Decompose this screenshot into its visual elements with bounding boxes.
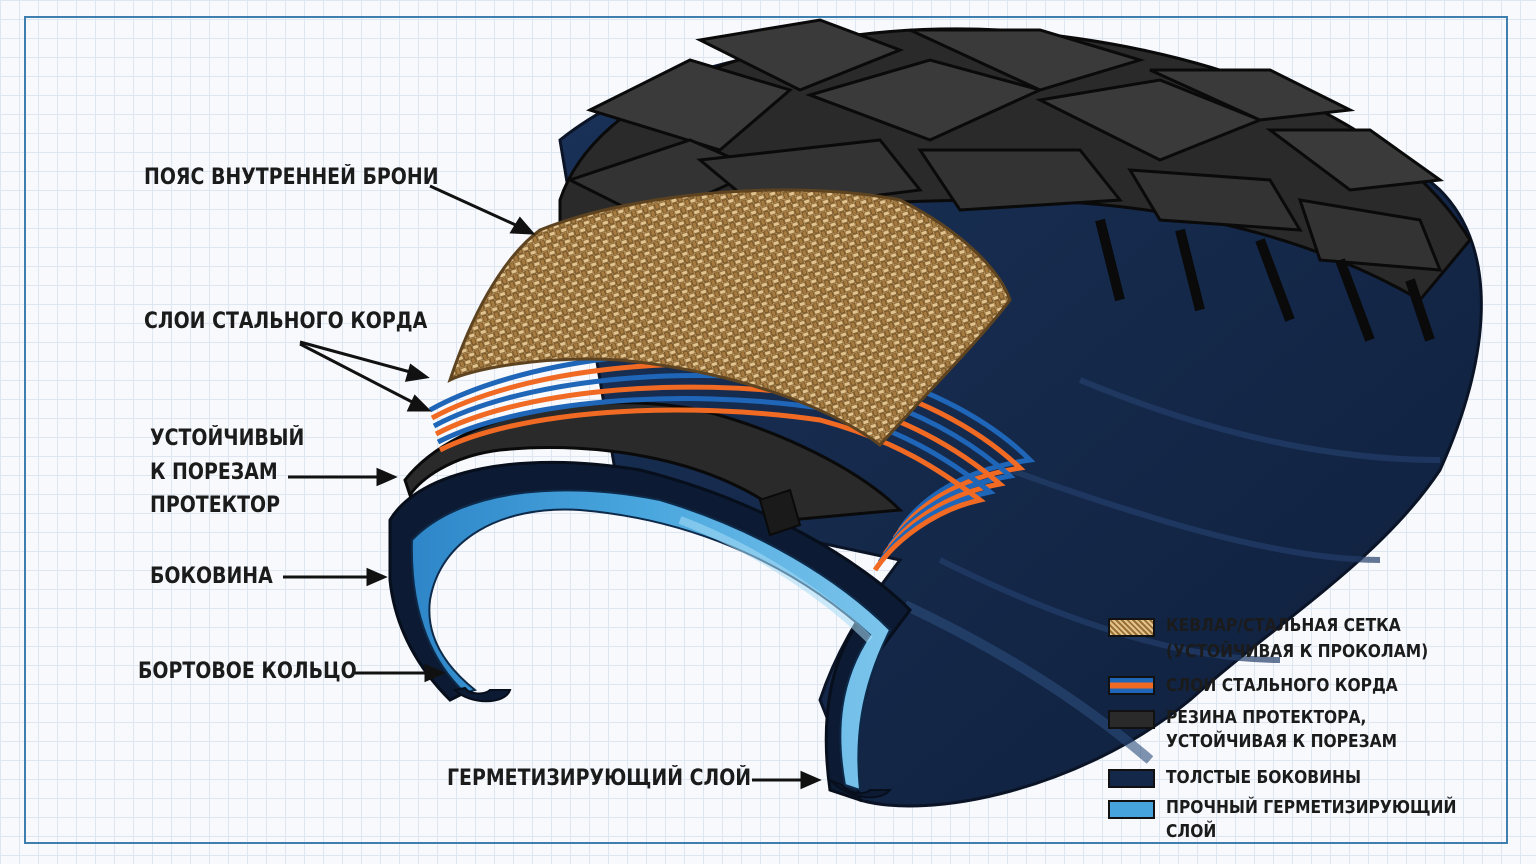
callout-arrows — [283, 184, 822, 790]
label-steel-cord: СЛОИ СТАЛЬНОГО КОРДА — [144, 309, 428, 334]
label-sealant: ГЕРМЕТИЗИРУЮЩИЙ СЛОЙ — [447, 766, 752, 791]
legend-swatch-mesh — [1108, 618, 1155, 637]
label-tread-line2: К ПОРЕЗАМ — [150, 460, 278, 485]
kevlar-mesh-belt — [447, 188, 1012, 448]
label-sidewall: БОКОВИНА — [150, 564, 273, 589]
legend-label-mesh-line2: (УСТОЙЧИВАЯ К ПРОКОЛАМ) — [1166, 641, 1429, 662]
label-armor-belt: ПОЯС ВНУТРЕННЕЙ БРОНИ — [144, 165, 439, 190]
label-bead: БОРТОВОЕ КОЛЬЦО — [138, 659, 357, 684]
label-tread-line3: ПРОТЕКТОР — [150, 493, 280, 518]
label-tread-line1: УСТОЙЧИВЫЙ — [150, 426, 305, 451]
legend-label-rubber-line2: УСТОЙЧИВАЯ К ПОРЕЗАМ — [1166, 731, 1397, 752]
legend-label-sealant-line2: СЛОЙ — [1166, 821, 1217, 842]
legend-swatch-sealant — [1108, 800, 1155, 819]
diagram-frame — [24, 16, 1508, 844]
legend-swatch-rubber — [1108, 710, 1155, 729]
legend-swatch-sidewall — [1108, 769, 1155, 788]
legend-label-rubber-line1: РЕЗИНА ПРОТЕКТОРА, — [1166, 707, 1367, 728]
legend-label-sealant-line1: ПРОЧНЫЙ ГЕРМЕТИЗИРУЮЩИЙ — [1166, 797, 1457, 818]
legend-label-mesh-line1: КЕВЛАР/СТАЛЬНАЯ СЕТКА — [1166, 615, 1401, 636]
tread-blocks — [558, 18, 1472, 342]
legend-label-cord: СЛОИ СТАЛЬНОГО КОРДА — [1166, 675, 1398, 696]
bead-rings — [452, 686, 893, 799]
sealant-liner — [388, 460, 912, 803]
legend-swatch-cord — [1108, 676, 1155, 695]
legend-label-sidewall: ТОЛСТЫЕ БОКОВИНЫ — [1166, 767, 1362, 788]
